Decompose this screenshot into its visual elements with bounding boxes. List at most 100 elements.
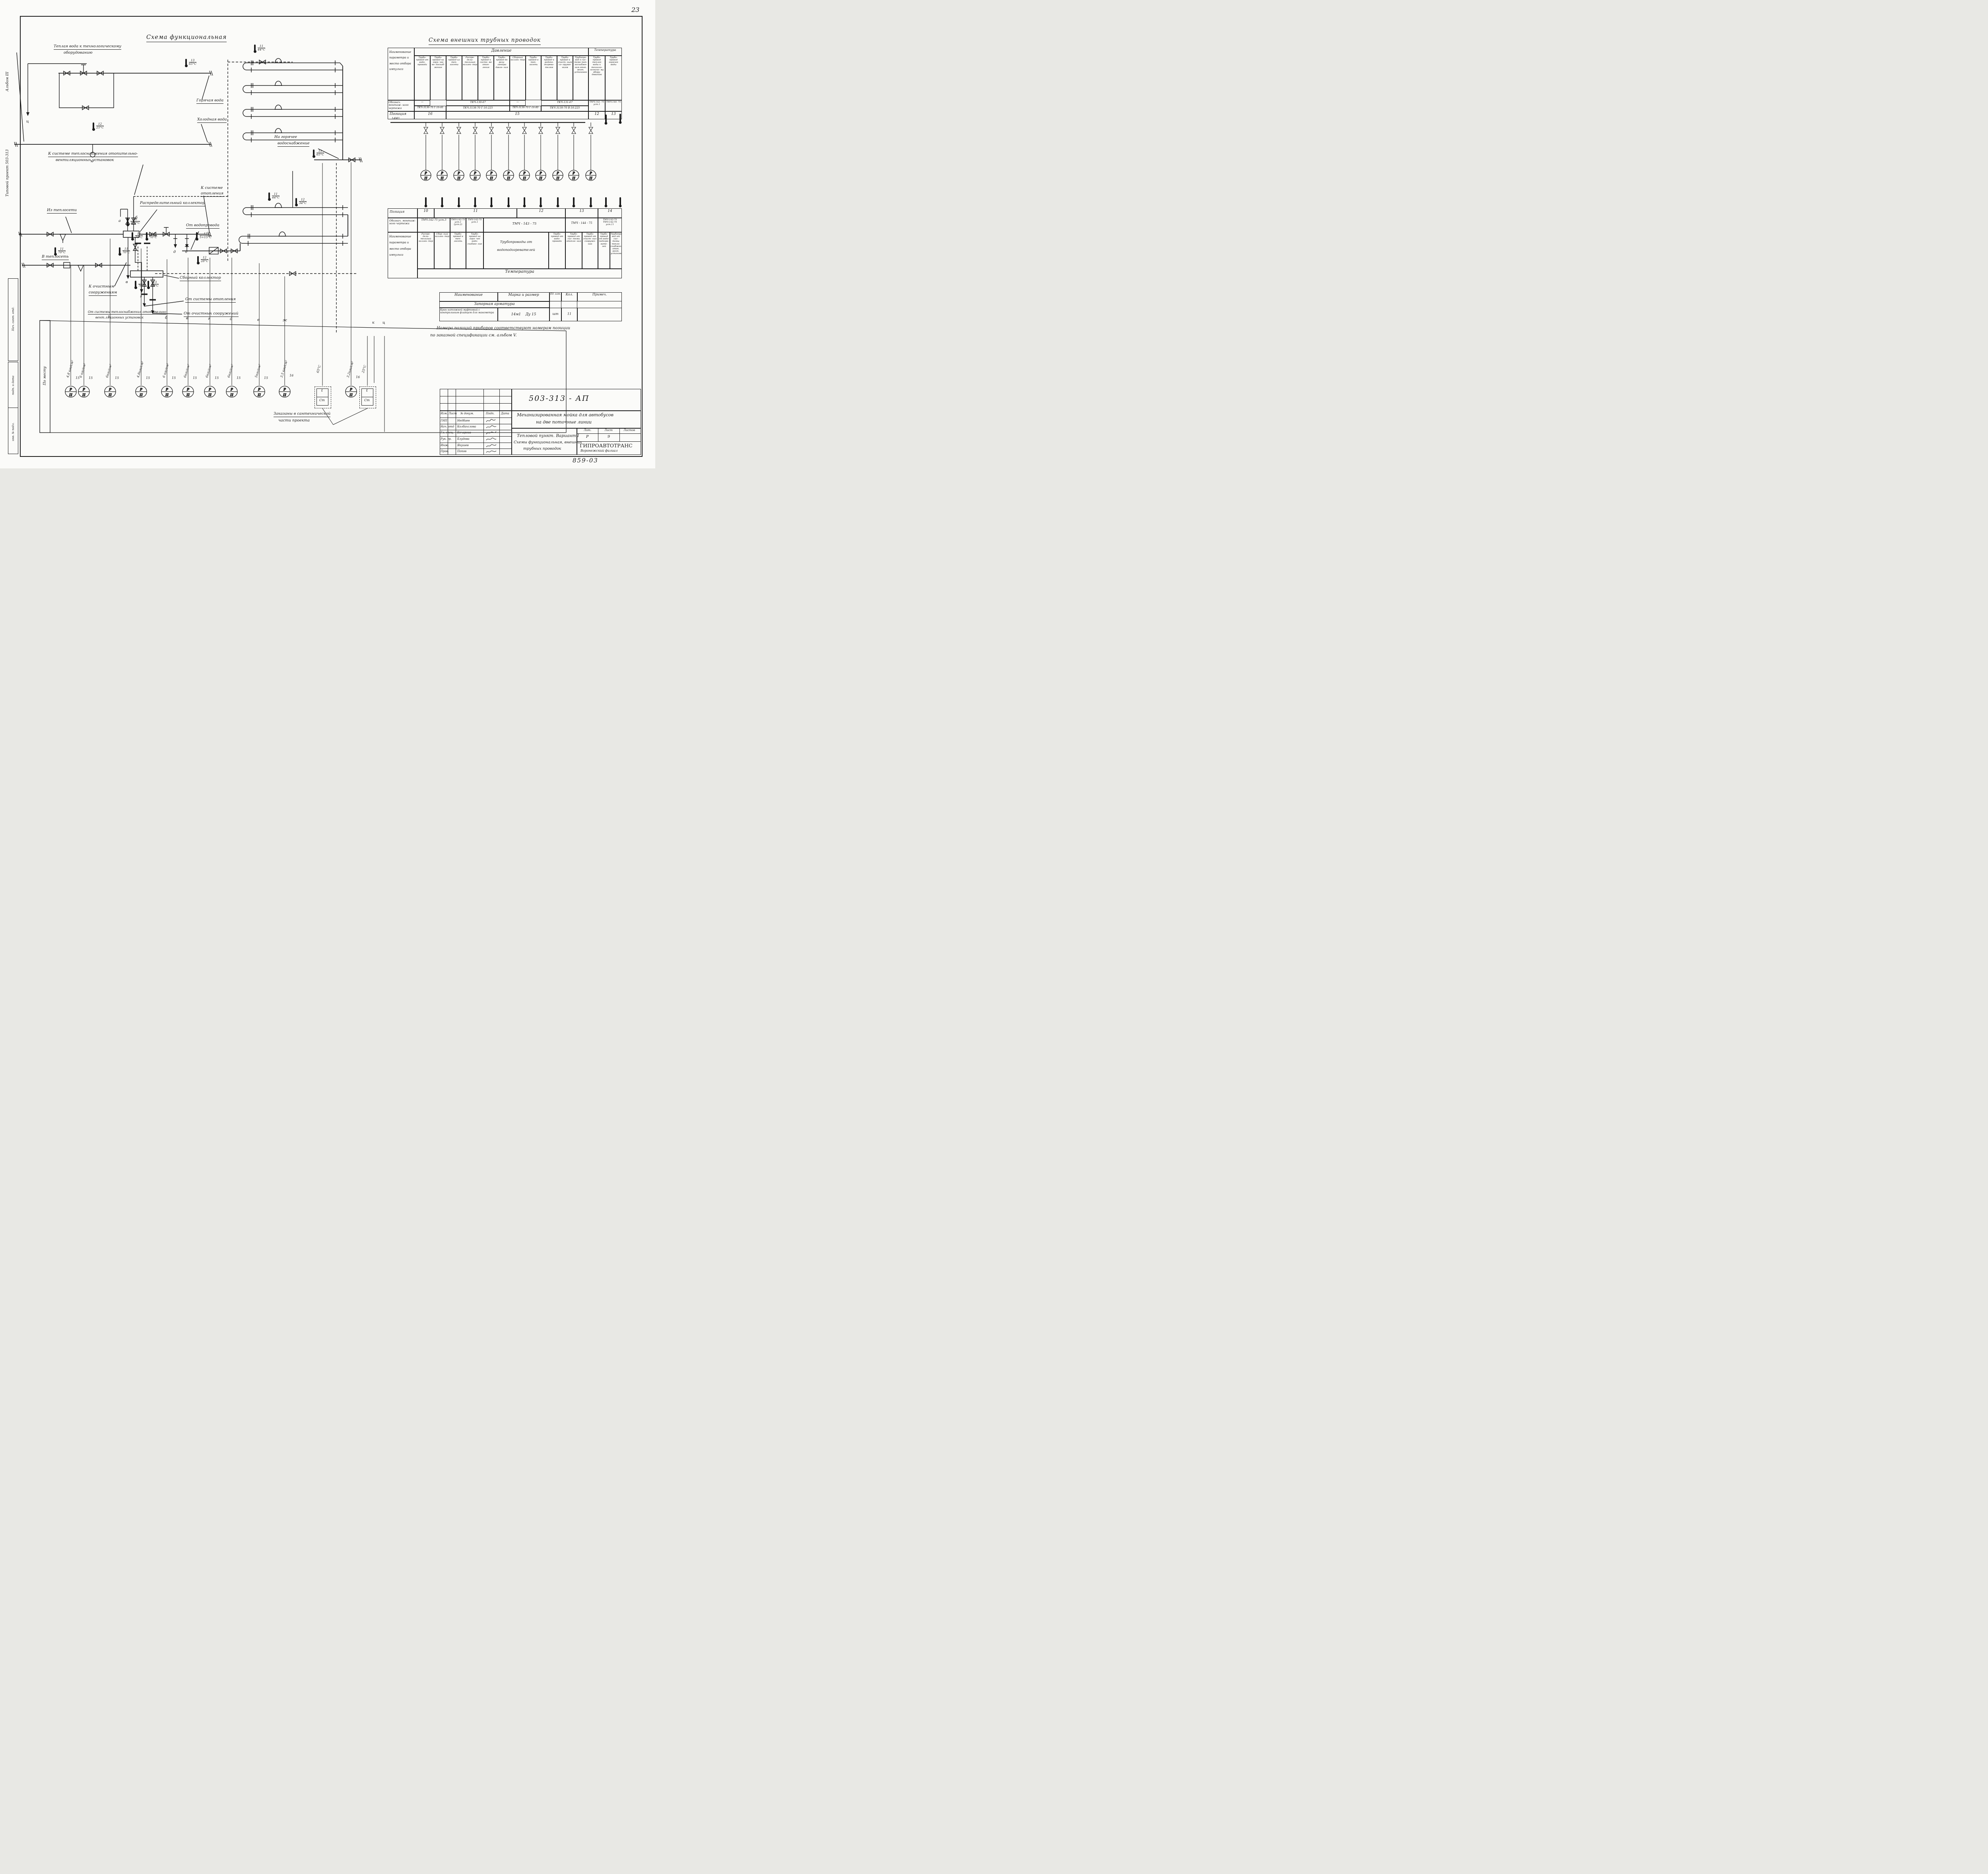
svg-text:П: П [208, 393, 212, 397]
t1-pos: 16 [414, 111, 446, 119]
tb-org-2: Воронежский филиал [580, 449, 618, 452]
margin-stamp-top [8, 278, 18, 361]
doc-number: 859-03 [573, 457, 598, 464]
tb-name: Колбахслова [457, 425, 476, 428]
svg-text:П: П [441, 177, 444, 180]
signature [486, 431, 497, 435]
t1-mount: ТКЧ-130-67 [446, 100, 510, 106]
t3-unit: шт [549, 308, 561, 321]
band-letter: в [186, 316, 188, 320]
tb-role: Рук. гр. [441, 437, 452, 441]
t2-col: Трубопроводы от водоподогревателей [483, 232, 549, 269]
label-to-hot-supply-2: водоснабжение [278, 141, 310, 147]
svg-text:П: П [572, 177, 576, 180]
tb-lit-h: Лит. [584, 429, 592, 432]
svg-text:П: П [589, 177, 593, 180]
t2-col: Трубо- провод на горя- чее водо- снабже-… [466, 232, 483, 269]
tb-title-2: на две поточные линии [536, 419, 592, 425]
gauge-pos: 15 [237, 376, 241, 380]
tb-subtitle-3: трубных проводок [523, 447, 561, 451]
t1-col: Трубопро- вод к сис- теме теп- лоснабже-… [573, 56, 588, 100]
collecting-collector [130, 270, 163, 278]
band-letter: ц [108, 314, 111, 318]
signature [486, 418, 497, 423]
svg-text:Р: Р [490, 171, 493, 175]
t2-mount: ТМЧ-142-75 уст.3 [417, 218, 450, 232]
t1-col: Трубо- провод на горя- чее во- доснаб- ж… [430, 56, 446, 100]
tb-col-h: № докум. [460, 412, 474, 415]
pipe-label: 14М1 [392, 117, 400, 120]
hx-module [243, 105, 340, 119]
t2-pos-stub: Позиция [388, 208, 417, 218]
label-to-treatment: К очистным [89, 284, 115, 289]
svg-text:Р: Р [523, 171, 526, 175]
t2-col: Трубо- провод от водо- провода [549, 232, 565, 269]
t2-mount: ТМЧ-142-75 уст.1 [466, 218, 483, 232]
t1-col: Трубо- провод к водопо- догрева- телям [541, 56, 557, 100]
t1-col: Трубо- провод к систе- ме отоп- ления [478, 56, 494, 100]
svg-text:П: П [490, 177, 493, 180]
instrument-band [39, 162, 567, 433]
t2-mount: ТМЧ - 143 - 75 [483, 218, 565, 232]
spec-note-1: Номера позиций приборов соответствуют но… [437, 326, 571, 330]
svg-text:П: П [69, 393, 72, 397]
tb-col-h: Дата [501, 412, 509, 415]
tb-lit-h: Лист [604, 429, 613, 432]
tb-subtitle-1: Тепловой пункт. Вариант I [517, 433, 579, 438]
svg-text:П: П [556, 177, 560, 180]
svg-text:Р: Р [258, 388, 260, 392]
svg-text:Р: Р [474, 171, 476, 175]
svg-text:П: П [82, 393, 85, 397]
gauge-pos: 16 [356, 375, 360, 379]
tb-name: Недбаев [457, 419, 470, 422]
tb-col-h: Лист [448, 412, 457, 415]
svg-text:Р: Р [230, 388, 233, 392]
t2-pos: 14 [598, 208, 622, 218]
point-letter: а [118, 219, 121, 223]
t1-mount: ТКЧ-3136-70 Г-16-80 [510, 106, 541, 111]
hx-module [243, 81, 340, 95]
svg-text:Р: Р [349, 388, 352, 392]
t1-col: Трубо- провод к очист- ным со- оруже- ни… [557, 56, 573, 100]
band-letter: к [372, 320, 375, 325]
t1-temperature: Температура [588, 48, 622, 56]
svg-text:П: П [186, 393, 190, 397]
svg-text:П: П [230, 393, 233, 397]
svg-text:Р: Р [539, 171, 542, 175]
t2-name-stub: Наименование параметра и место отбора им… [388, 232, 417, 278]
t1-pos-stub: Позиция [388, 111, 414, 119]
gauge-pos: 15 [76, 376, 80, 380]
label-from-treatment: От очистных сооружений [184, 311, 239, 317]
label-from-heating: От системы отопления [185, 297, 236, 303]
temp-recorder-st: Ст [364, 398, 370, 402]
t1-mount: ТКЧ-3138-70 Г-16-225 [446, 106, 510, 111]
svg-text:П: П [523, 177, 526, 180]
diagram-canvas: РП РП РП РП РП РП РП РП РП РП РП РП РП Р… [14, 52, 623, 433]
gauge-pos: 15 [193, 376, 197, 380]
gauge-pos: 15 [172, 376, 176, 380]
svg-text:Р: Р [109, 388, 111, 392]
t3-note [577, 308, 622, 321]
band-letter: ж [283, 318, 287, 322]
label-from-water-main: От водопровода [186, 223, 219, 229]
tb-name: Якушев [457, 444, 469, 447]
svg-text:Р: Р [556, 171, 559, 175]
point-letter: к [91, 159, 93, 163]
t2-pos: 10 [417, 208, 434, 218]
label-to-heating-2: отопления [201, 191, 223, 197]
t1-mount [430, 100, 446, 106]
signature [486, 443, 497, 448]
point-letter: д [173, 250, 176, 254]
tb-role: Нач. отд [441, 425, 454, 428]
svg-text:П: П [165, 393, 169, 397]
tb-lit-h: Листов [623, 429, 635, 432]
external-piping [390, 114, 623, 208]
gauge-pos: 16 [289, 374, 294, 377]
pressure-gauges [65, 386, 357, 398]
